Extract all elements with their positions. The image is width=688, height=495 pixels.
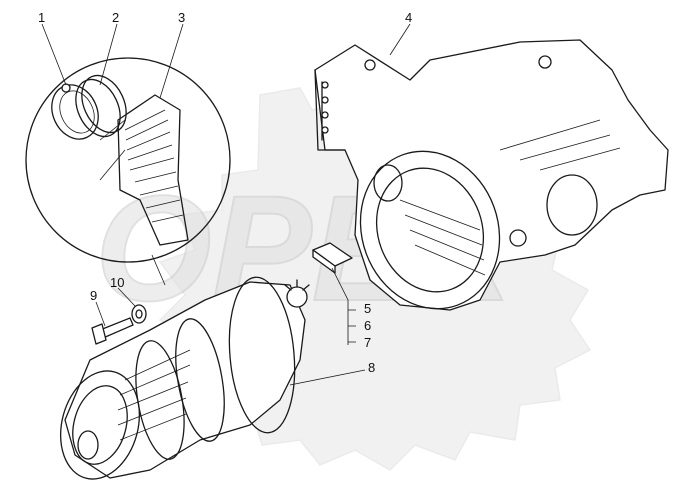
- leader-line-567: [331, 267, 356, 345]
- housing-bolt: [321, 81, 329, 89]
- leader-line-10: [117, 287, 136, 307]
- callout-label: 4: [405, 10, 412, 25]
- seal-ring-part: [75, 78, 121, 138]
- housing-outline: [314, 39, 669, 311]
- leader-line-8: [289, 369, 366, 386]
- callout-label: 5: [364, 301, 371, 316]
- leader-lines: [41, 23, 411, 386]
- hub-drum-2: [135, 340, 185, 460]
- clamp-screw: [61, 83, 71, 93]
- block-side: [312, 249, 336, 274]
- block-part: [312, 242, 353, 274]
- leader-line-9: [95, 301, 106, 327]
- housing-fins: [399, 119, 621, 276]
- callout-label: 1: [38, 10, 45, 25]
- detail-inset: [25, 57, 231, 263]
- boot-bracket-line-2: [99, 149, 126, 181]
- housing-bore: [373, 164, 403, 202]
- seal-ring-part-2: [81, 74, 127, 134]
- leader-line-3: [159, 23, 184, 99]
- housing-flange-ring: [359, 150, 501, 310]
- clamp-part: [51, 84, 99, 140]
- housing-bolt: [321, 96, 329, 104]
- housing-bolt: [321, 111, 329, 119]
- housing-lug: [364, 59, 376, 71]
- washer-inner: [135, 309, 143, 319]
- callout-label: 8: [368, 360, 375, 375]
- bolt-head: [91, 323, 107, 345]
- callout-label: 6: [364, 318, 371, 333]
- detail-link-line: [151, 254, 166, 286]
- hub-flange: [228, 276, 296, 434]
- housing-side-opening: [546, 174, 598, 236]
- callout-label: 2: [112, 10, 119, 25]
- callout-label: 10: [110, 275, 124, 290]
- leader-line-4: [389, 23, 411, 56]
- housing-lug: [538, 55, 552, 69]
- boot-part: [117, 94, 189, 246]
- hub-outer-ring: [59, 370, 141, 480]
- boot-part-ribs: [124, 109, 184, 223]
- leader-line-2: [99, 23, 118, 86]
- bolt-part: [91, 317, 134, 345]
- callout-label: 3: [178, 10, 185, 25]
- leader-line-1: [41, 23, 67, 86]
- hub-inner-ring: [72, 385, 128, 465]
- boot-bracket-line: [99, 119, 126, 141]
- hub-center: [77, 430, 99, 460]
- callout-label: 7: [364, 335, 371, 350]
- hub-drum: [175, 318, 225, 442]
- axle-housing-part: [314, 39, 669, 311]
- washer-part: [131, 304, 147, 324]
- housing-flange-inner: [375, 167, 485, 293]
- wheel-hub-part: [59, 276, 310, 480]
- hub-connector-pins: [284, 279, 310, 291]
- washer-outer: [131, 304, 147, 324]
- housing-lug: [509, 229, 527, 247]
- callout-label: 9: [90, 288, 97, 303]
- hub-drum-lines: [117, 349, 191, 441]
- detail-circle: [25, 57, 231, 263]
- callout-labels: 1 2 3 4 5 6 7 8 9 10: [38, 10, 412, 375]
- housing-bolt: [321, 126, 329, 134]
